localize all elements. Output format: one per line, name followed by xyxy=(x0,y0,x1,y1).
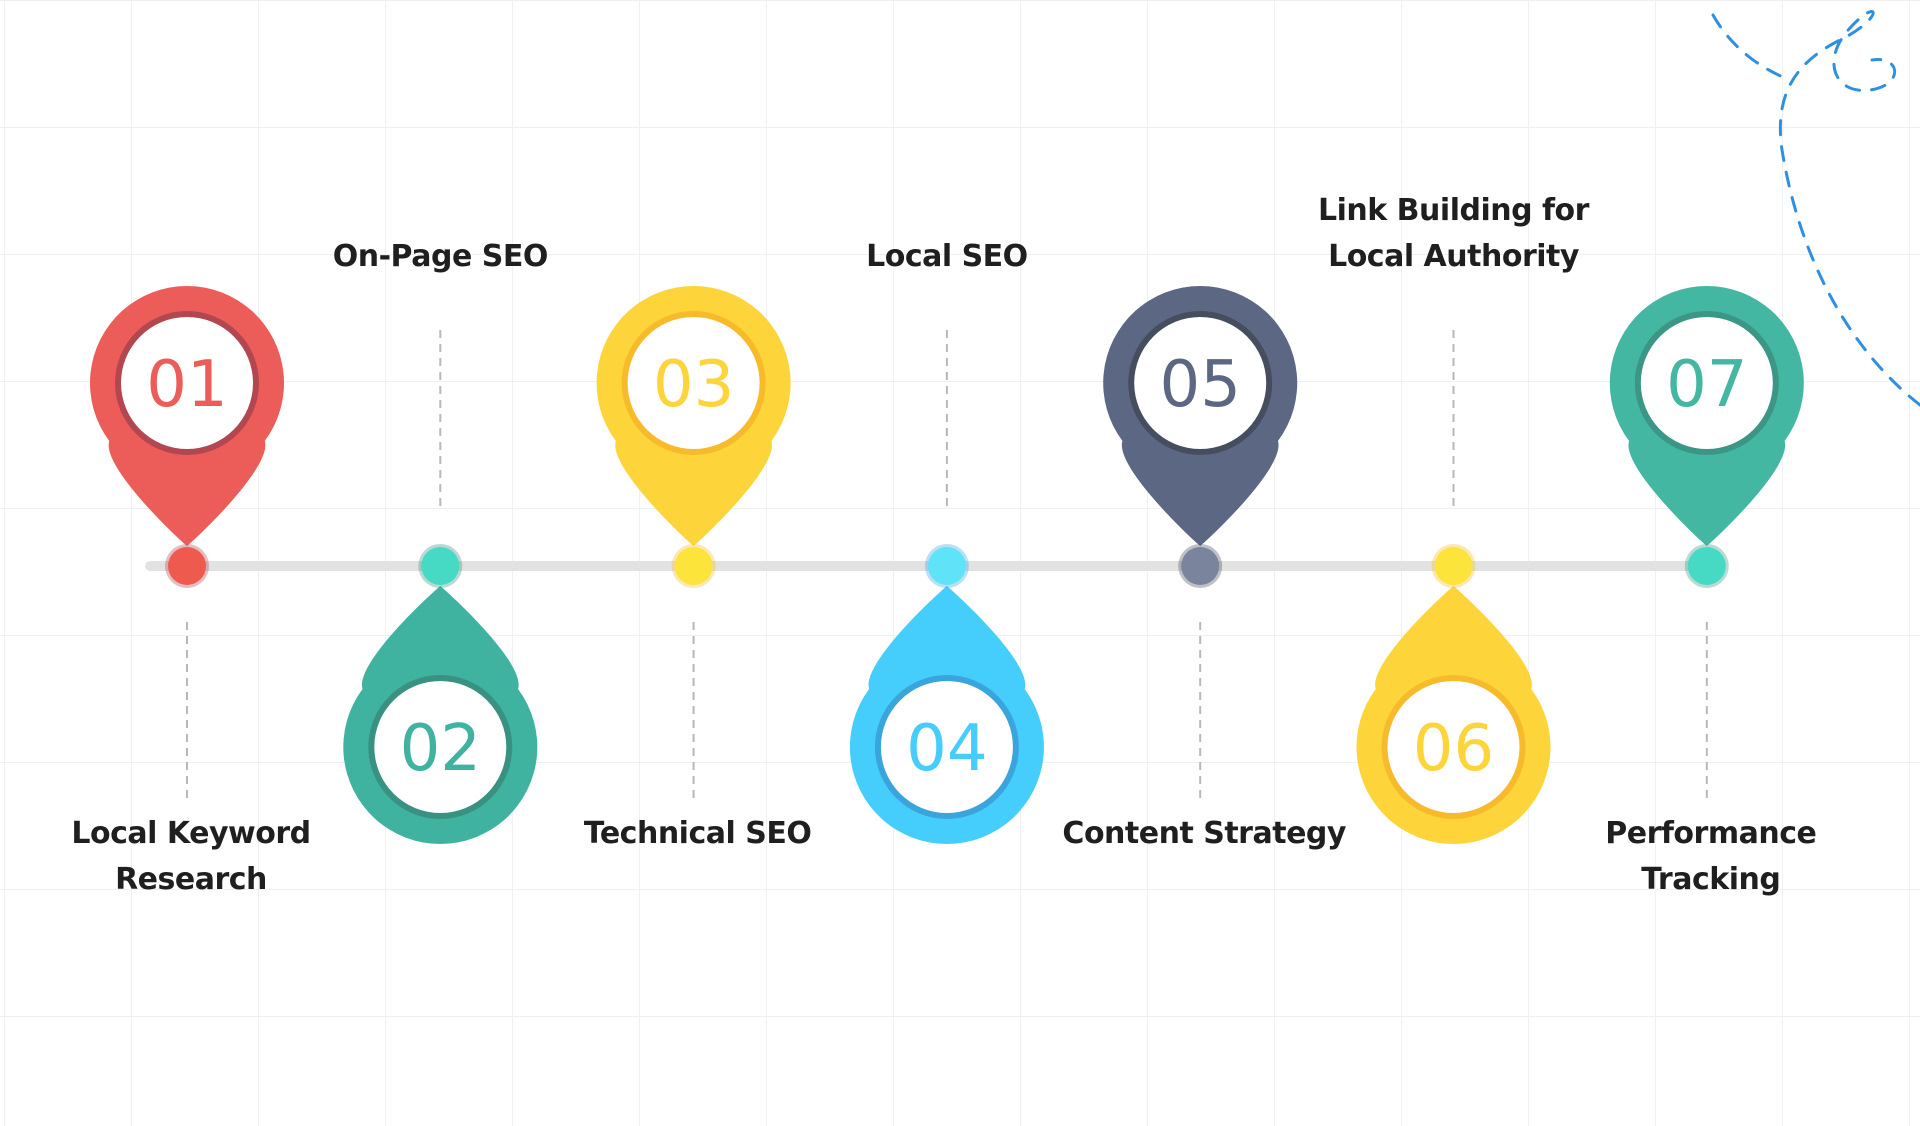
step-label-line: Link Building for xyxy=(1318,193,1589,228)
pin-inner-circle xyxy=(627,317,760,449)
step-number: 04 xyxy=(906,712,987,786)
step-label-line: Local SEO xyxy=(866,239,1028,274)
step-label-05: Content Strategy xyxy=(1024,811,1384,857)
timeline-dot xyxy=(1181,547,1220,585)
step-label-line: Technical SEO xyxy=(583,816,812,851)
step-number: 01 xyxy=(146,348,227,422)
timeline-dot xyxy=(927,547,966,585)
step-label-04: Local SEO xyxy=(767,234,1127,280)
step-label-line: Local Authority xyxy=(1328,239,1579,274)
timeline-dot xyxy=(421,547,460,585)
step-number: 02 xyxy=(400,712,481,786)
timeline-step-04: 04 xyxy=(849,330,1044,845)
step-label-line: Performance xyxy=(1605,816,1817,851)
timeline-dot xyxy=(1687,547,1726,585)
timeline-dot xyxy=(1434,547,1473,585)
step-label-line: Tracking xyxy=(1641,862,1781,897)
step-number: 06 xyxy=(1413,712,1494,786)
pin-inner-circle xyxy=(121,317,253,449)
timeline-dot xyxy=(674,547,713,585)
pin-inner-circle xyxy=(1640,317,1773,449)
step-number: 03 xyxy=(653,348,734,422)
dashed-loop-arrow-icon xyxy=(1711,9,1920,407)
pin-inner-circle xyxy=(1134,317,1267,449)
timeline-dot xyxy=(168,547,206,585)
step-label-line: On-Page SEO xyxy=(332,239,549,274)
timeline-step-01: 01 xyxy=(89,286,284,800)
step-number: 07 xyxy=(1666,348,1747,422)
timeline-step-03: 03 xyxy=(596,286,791,800)
step-label-line: Local Keyword xyxy=(71,816,311,851)
step-label-line: Content Strategy xyxy=(1062,816,1346,851)
pin-inner-circle xyxy=(1387,681,1520,813)
timeline-step-02: 02 xyxy=(343,330,538,844)
step-number: 05 xyxy=(1159,348,1240,422)
timeline-step-06: 06 xyxy=(1356,330,1551,845)
timeline-step-05: 05 xyxy=(1103,286,1298,800)
pin-inner-circle xyxy=(374,681,507,813)
step-label-line: Research xyxy=(115,862,267,897)
pin-inner-circle xyxy=(880,681,1013,813)
step-label-02: On-Page SEO xyxy=(260,234,620,280)
step-label-03: Technical SEO xyxy=(518,811,878,857)
timeline-step-07: 07 xyxy=(1609,285,1804,800)
